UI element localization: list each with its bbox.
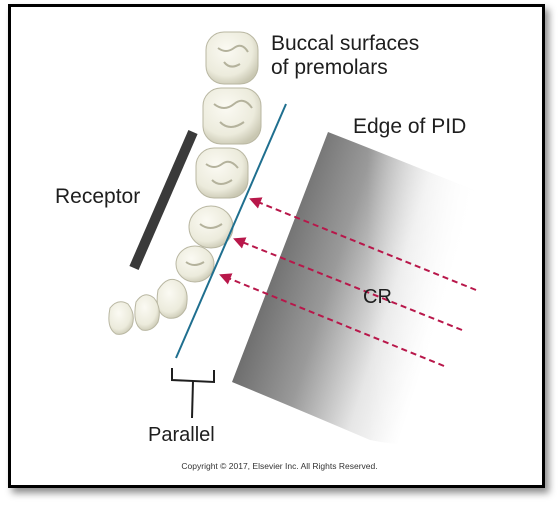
incisor-tooth [108,301,134,335]
receptor-label: Receptor [55,185,141,208]
receptor-film [129,130,198,270]
incisor-tooth [134,294,160,331]
central-rays [219,197,477,367]
parallel-bracket [171,368,215,419]
molar-tooth [195,147,249,199]
central-ray-label: CR [363,286,392,308]
central-ray-arrow [249,197,477,291]
canine-tooth [156,278,188,319]
buccal-label-line1: Buccal surfaces [271,32,420,55]
molar-tooth [202,87,262,145]
buccal-surfaces-label: Buccal surfaces of premolars [271,32,419,80]
buccal-label-line2: of premolars [271,56,388,79]
central-ray-arrow [219,273,445,367]
molar-tooth [205,31,259,85]
premolar-tooth [175,245,215,283]
parallel-line [175,103,287,359]
teeth-row [108,31,262,335]
edge-of-pid-label: Edge of PID [353,115,467,138]
premolar-tooth [188,205,234,249]
pid-cylinder [232,132,478,445]
copyright-text: Copyright © 2017, Elsevier Inc. All Righ… [181,461,378,471]
parallel-label: Parallel [148,424,215,446]
